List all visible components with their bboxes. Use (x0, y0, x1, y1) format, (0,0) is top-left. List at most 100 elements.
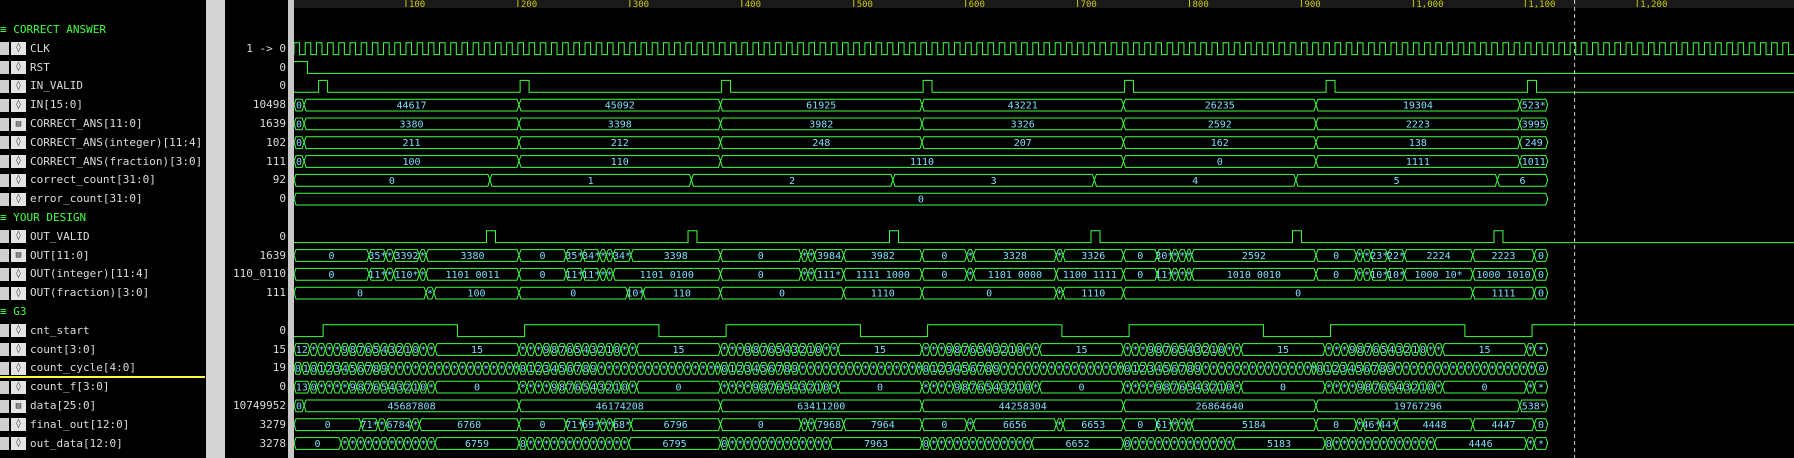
bus-value-label: * (1357, 439, 1363, 450)
signal-value: 0 (279, 60, 286, 74)
bus-value-label: * (1334, 439, 1340, 450)
signal-name-row[interactable]: ◊error_count[31:0] (0, 189, 143, 208)
signal-name-row[interactable]: ◊CORRECT_ANS(fraction)[3:0] (0, 152, 202, 171)
bus-value-label: * (536, 345, 542, 356)
bus-value-label: 0 (1538, 251, 1544, 262)
signal-name-row[interactable]: ◊OUT(integer)[11:4] (0, 264, 149, 283)
signal-name-row[interactable]: ◊RST (0, 58, 50, 77)
bus-value-label: * (1186, 251, 1192, 262)
bus-icon: ▤ (11, 249, 26, 263)
bus-value-label: * (1334, 383, 1340, 394)
bus-value-label: 30* (1155, 251, 1173, 262)
bus-value-label: * (1140, 383, 1146, 394)
bus-value-label: 8 (1365, 383, 1371, 394)
signal-name-row[interactable]: ◊count_cycle[4:0] (0, 358, 136, 377)
bus-value-label: 7 (1373, 383, 1379, 394)
signal-name-row[interactable]: ◊CLK (0, 39, 50, 58)
bus-value-label: * (459, 364, 465, 375)
bus-value-label: * (1218, 364, 1224, 375)
signal-name-row[interactable]: ▤data[25:0] (0, 396, 96, 415)
bus-value-label: 5 (583, 383, 589, 394)
signal-group-header[interactable]: ≡ YOUR DESIGN (0, 211, 87, 224)
bus-value-label: 10* (626, 289, 644, 300)
signal-name-row[interactable]: ▤OUT[11:0] (0, 246, 90, 265)
bus-value-label: 13 (296, 383, 308, 394)
bus-value-label: 6 (1171, 364, 1177, 375)
bus-value-label: 3 (1404, 383, 1410, 394)
bus-value-label: 1 (1218, 383, 1224, 394)
bus-value-label: 4 (1195, 383, 1201, 394)
bus-value-label: * (412, 420, 418, 431)
row-grip-icon (0, 117, 9, 131)
bus-value-label: * (1411, 364, 1417, 375)
bus-value-label: * (506, 364, 512, 375)
signal-name-row[interactable]: ◊CORRECT_ANS(integer)[11:4] (0, 133, 202, 152)
signal-name-row[interactable]: ◊correct_count[31:0] (0, 170, 156, 189)
bus-segment (1533, 343, 1549, 356)
bus-value-label: 9 (381, 364, 387, 375)
bus-value-label: 0 (614, 345, 620, 356)
bus-value-label: * (559, 439, 565, 450)
signal-group-header[interactable]: ≡ CORRECT ANSWER (0, 23, 106, 36)
bus-value-label: 0 (918, 195, 924, 206)
bus-value-label: * (1436, 383, 1442, 394)
bus-value-label: * (761, 439, 767, 450)
bus-value-label: 6759 (465, 439, 489, 450)
bus-value-label: 9 (1195, 364, 1201, 375)
row-grip-icon (0, 361, 9, 375)
bus-value-label: * (1033, 364, 1039, 375)
ruler-tick-label: 900 (1304, 0, 1320, 10)
bus-value-label: 45092 (605, 101, 635, 112)
bus-value-label: 3984 (817, 251, 841, 262)
bus-value-label: 1 (412, 383, 418, 394)
bus-value-label: 11* (565, 270, 583, 281)
signal-value: 92 (272, 173, 286, 187)
signal-group-header[interactable]: ≡ G3 (0, 305, 27, 318)
bus-value-label: 9 (590, 364, 596, 375)
row-grip-icon (0, 136, 9, 150)
signal-label: correct_count[31:0] (30, 173, 156, 187)
signal-name-row[interactable]: ◊OUT(fraction)[3:0] (0, 283, 149, 302)
signal-name-row[interactable]: ◊final_out[12:0] (0, 415, 129, 434)
signal-name-row[interactable]: ◊count_f[3:0] (0, 377, 109, 396)
bus-value-label: 11* (1155, 270, 1173, 281)
bus-value-label: 2 (1211, 383, 1217, 394)
bus-value-label: 2 (800, 345, 806, 356)
signal-name-row[interactable]: ◊IN_VALID (0, 76, 83, 95)
bus-value-label: * (389, 364, 395, 375)
bus-value-label: * (645, 364, 651, 375)
bus-value-label: * (1017, 439, 1023, 450)
bus-value-label: * (1364, 251, 1370, 262)
signal-name-row[interactable]: ◊IN[15:0] (0, 95, 83, 114)
bus-value-label: * (708, 364, 714, 375)
bus-value-label: * (528, 345, 534, 356)
bus-value-label: * (1140, 345, 1146, 356)
name-pane-scrollbar[interactable] (206, 0, 225, 458)
signal-name-row[interactable]: ◊cnt_start (0, 321, 90, 340)
row-grip-icon (0, 249, 9, 263)
signal-name-row[interactable]: ◊count[3:0] (0, 340, 96, 359)
bus-value-label: 5 (1381, 345, 1387, 356)
wire-icon: ◊ (11, 324, 26, 338)
bus-value-label: 538* (1522, 401, 1546, 412)
bus-value-label: 1111 (1406, 157, 1430, 168)
bus-value-label: 5 (381, 383, 387, 394)
bus-segment (1533, 267, 1549, 281)
wave-pane-divider[interactable] (288, 0, 294, 458)
bus-value-label: 8 (373, 364, 379, 375)
bus-value-label: 1 (729, 364, 735, 375)
bus-value-label: 0 (1317, 364, 1323, 375)
signal-name-row[interactable]: ▤CORRECT_ANS[11:0] (0, 114, 143, 133)
bus-value-label: 0 (314, 439, 320, 450)
bus-value-label: 7964 (871, 420, 895, 431)
bus-value-label: 6 (567, 345, 573, 356)
bus-value-label: 7 (776, 364, 782, 375)
bus-value-label: 2 (737, 364, 743, 375)
bus-value-label: 0 (1538, 289, 1544, 300)
signal-name-row[interactable]: ◊OUT_VALID (0, 227, 90, 246)
bus-value-label: 3 (993, 345, 999, 356)
signal-name-row[interactable]: ◊out_data[12:0] (0, 434, 123, 453)
wire-icon: ◊ (11, 155, 26, 169)
bus-value-label: 1000_1010 (1476, 270, 1530, 281)
